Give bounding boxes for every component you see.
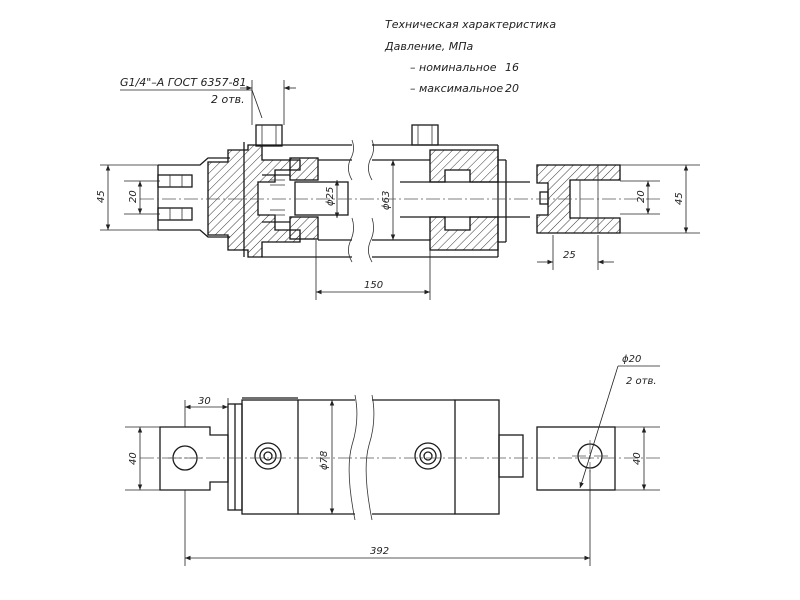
dim-left-inner: 20 bbox=[128, 190, 139, 203]
spec-max-label: – максимальное bbox=[410, 82, 503, 95]
dim-left-height: 40 bbox=[128, 452, 139, 465]
dim-total-length: 392 bbox=[370, 546, 389, 557]
dim-lug: 30 bbox=[198, 396, 211, 407]
dim-stroke: 150 bbox=[364, 280, 383, 291]
dim-right-height: 40 bbox=[632, 452, 643, 465]
thread-count: 2 отв. bbox=[211, 93, 245, 106]
right-gland bbox=[411, 124, 507, 257]
thread-callout: G1/4"–A ГОСТ 6357-81 2 отв. bbox=[120, 76, 296, 125]
left-lug bbox=[159, 426, 229, 491]
spec-max-value: 20 bbox=[505, 82, 519, 95]
dim-left-outer: 45 bbox=[96, 190, 107, 203]
dim-pin-count: 2 отв. bbox=[626, 376, 657, 387]
dim-pin-diameter: ϕ20 bbox=[622, 354, 641, 365]
bottom-barrel: ϕ78 bbox=[298, 394, 455, 521]
dim-eye-width: 25 bbox=[563, 250, 576, 261]
thread-label: G1/4"–A ГОСТ 6357-81 bbox=[120, 76, 246, 89]
left-clevis bbox=[157, 157, 230, 238]
top-section-view: G1/4"–A ГОСТ 6357-81 2 отв. bbox=[96, 76, 700, 300]
left-port-fitting bbox=[255, 124, 283, 147]
spec-title: Техническая характеристика bbox=[385, 18, 556, 31]
barrel-left bbox=[262, 144, 352, 258]
dim-rod-diameter: ϕ25 bbox=[325, 187, 336, 206]
spec-pressure-label: Давление, МПа bbox=[384, 40, 473, 53]
pin-hole-callout: ϕ20 2 отв. bbox=[579, 354, 660, 489]
spec-nominal-label: – номинальное bbox=[410, 61, 497, 74]
dim-right-inner: 20 bbox=[636, 190, 647, 203]
dim-bore-diameter: ϕ63 bbox=[381, 191, 392, 210]
right-lug bbox=[536, 426, 616, 491]
piston bbox=[262, 157, 349, 240]
left-end-cap bbox=[207, 144, 301, 258]
spec-nominal-value: 16 bbox=[505, 61, 519, 74]
bottom-view: ϕ78 30 40 40 bbox=[125, 354, 660, 566]
dim-body-diameter: ϕ78 bbox=[319, 451, 330, 470]
left-cap bbox=[227, 397, 299, 515]
dim-right-outer: 45 bbox=[674, 192, 685, 205]
right-cap bbox=[414, 399, 524, 515]
spec-block: Техническая характеристика Давление, МПа… bbox=[384, 18, 556, 95]
